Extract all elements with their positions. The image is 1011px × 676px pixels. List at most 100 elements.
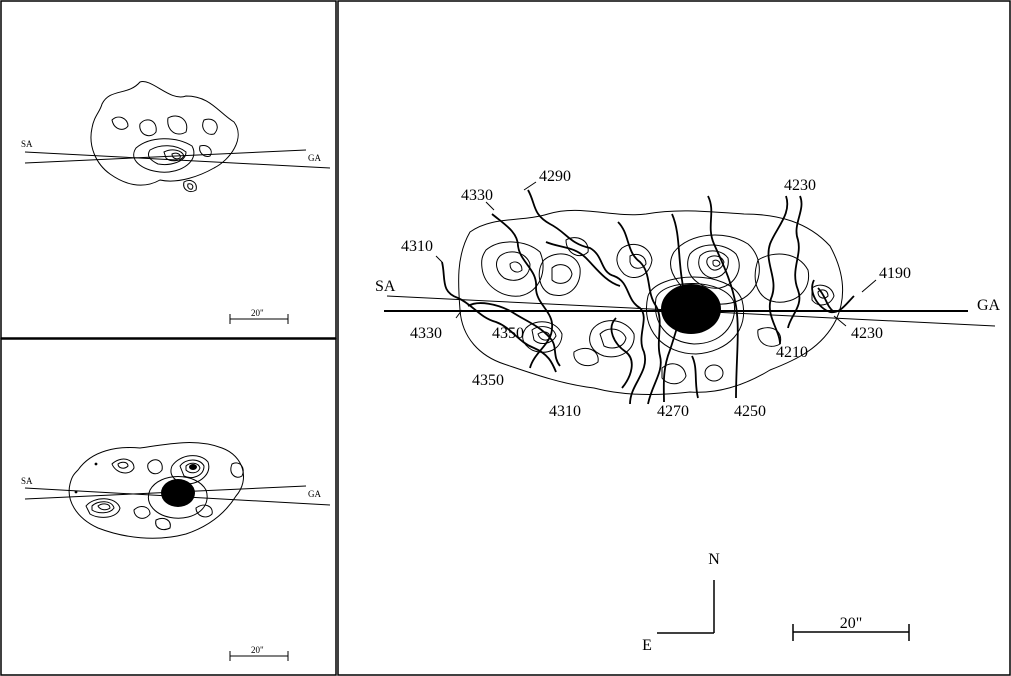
contour — [91, 501, 115, 514]
bottom-left-panel-frame — [0, 338, 337, 676]
outer-contour — [90, 81, 239, 186]
contour — [179, 459, 205, 479]
velocity-contour — [467, 302, 561, 367]
contour — [85, 498, 121, 518]
contour — [147, 459, 163, 475]
outer-contour — [68, 442, 244, 539]
velocity-label-leaders — [435, 181, 877, 327]
velocity-label: 4350 — [492, 325, 524, 342]
east-label: E — [642, 637, 652, 654]
contour — [599, 328, 627, 349]
contour — [202, 118, 218, 135]
contour — [629, 253, 647, 269]
slit-ga-label: GA — [977, 297, 1001, 314]
contour — [97, 503, 111, 511]
contour — [111, 458, 135, 474]
contour — [817, 289, 829, 299]
contour — [117, 461, 129, 469]
slit-sa-label: SA — [375, 278, 396, 295]
velocity-label: 4230 — [784, 177, 816, 194]
contour — [167, 115, 188, 135]
contour — [195, 504, 213, 518]
velocity-contour — [441, 261, 557, 373]
velocity-contour — [787, 195, 803, 329]
top-left-contour-map — [90, 81, 239, 193]
contour — [185, 462, 201, 474]
velocity-label: 4270 — [657, 403, 689, 420]
contour — [481, 241, 544, 297]
slit-sa-label: SA — [21, 139, 33, 149]
contour — [509, 261, 523, 273]
velocity-contour — [617, 221, 662, 405]
slit-sa-label: SA — [21, 476, 33, 486]
contour — [712, 259, 721, 267]
velocity-contour — [691, 355, 699, 399]
contour — [670, 234, 760, 305]
scale-label: 20" — [840, 615, 863, 632]
dense-core — [161, 479, 195, 507]
compass — [657, 580, 715, 634]
bottom-left-scale-bar — [229, 651, 289, 661]
outer-contour — [458, 209, 843, 396]
contour — [170, 455, 210, 485]
contour — [111, 116, 129, 130]
slit-sa-line — [24, 487, 331, 506]
scale-label: 20" — [251, 645, 264, 655]
velocity-label: 4310 — [549, 403, 581, 420]
bottom-left-slits — [24, 485, 331, 506]
velocity-label: 4330 — [461, 187, 493, 204]
contour — [139, 119, 157, 137]
slit-sa-line — [24, 151, 331, 169]
contour — [616, 244, 653, 278]
contour — [183, 179, 197, 193]
contour — [811, 284, 835, 306]
slit-ga-label: GA — [308, 489, 321, 499]
contour — [199, 145, 212, 157]
velocity-contour — [527, 189, 646, 405]
velocity-contour — [767, 195, 789, 345]
contour — [522, 321, 563, 353]
contour — [698, 250, 729, 279]
velocity-label: 4250 — [734, 403, 766, 420]
slit-ga-label: GA — [308, 153, 321, 163]
contour — [646, 276, 745, 355]
main-intensity-contours — [458, 209, 843, 396]
contour — [551, 264, 573, 284]
velocity-label: 4210 — [776, 344, 808, 361]
velocity-label: 4350 — [472, 372, 504, 389]
velocity-label: 4290 — [539, 168, 571, 185]
velocity-contour — [545, 241, 621, 287]
contour — [661, 363, 687, 385]
dot — [94, 462, 98, 466]
top-left-panel-frame — [0, 0, 337, 339]
velocity-label: 4310 — [401, 238, 433, 255]
scale-label: 20" — [251, 308, 264, 318]
velocity-contour — [610, 317, 633, 389]
dense-core — [661, 284, 721, 334]
contour — [654, 282, 736, 345]
contour-knot — [189, 464, 197, 470]
contour — [573, 347, 599, 367]
contour — [155, 517, 171, 531]
main-panel-frame — [337, 0, 1011, 676]
top-left-slits — [24, 149, 331, 169]
contour — [704, 364, 724, 382]
contour — [754, 253, 810, 303]
velocity-contour — [491, 213, 553, 369]
contour — [531, 326, 557, 344]
contour — [147, 145, 187, 165]
bottom-left-contour-map — [68, 442, 244, 539]
velocity-label: 4330 — [410, 325, 442, 342]
contour — [538, 253, 581, 296]
north-label: N — [708, 551, 720, 568]
velocity-contour — [662, 213, 684, 403]
slit-ga-line — [24, 485, 307, 500]
main-slits — [384, 295, 996, 327]
contour — [171, 152, 181, 160]
velocity-label: 4230 — [851, 325, 883, 342]
contour — [187, 183, 194, 190]
contour — [706, 255, 725, 271]
contour — [687, 244, 740, 289]
